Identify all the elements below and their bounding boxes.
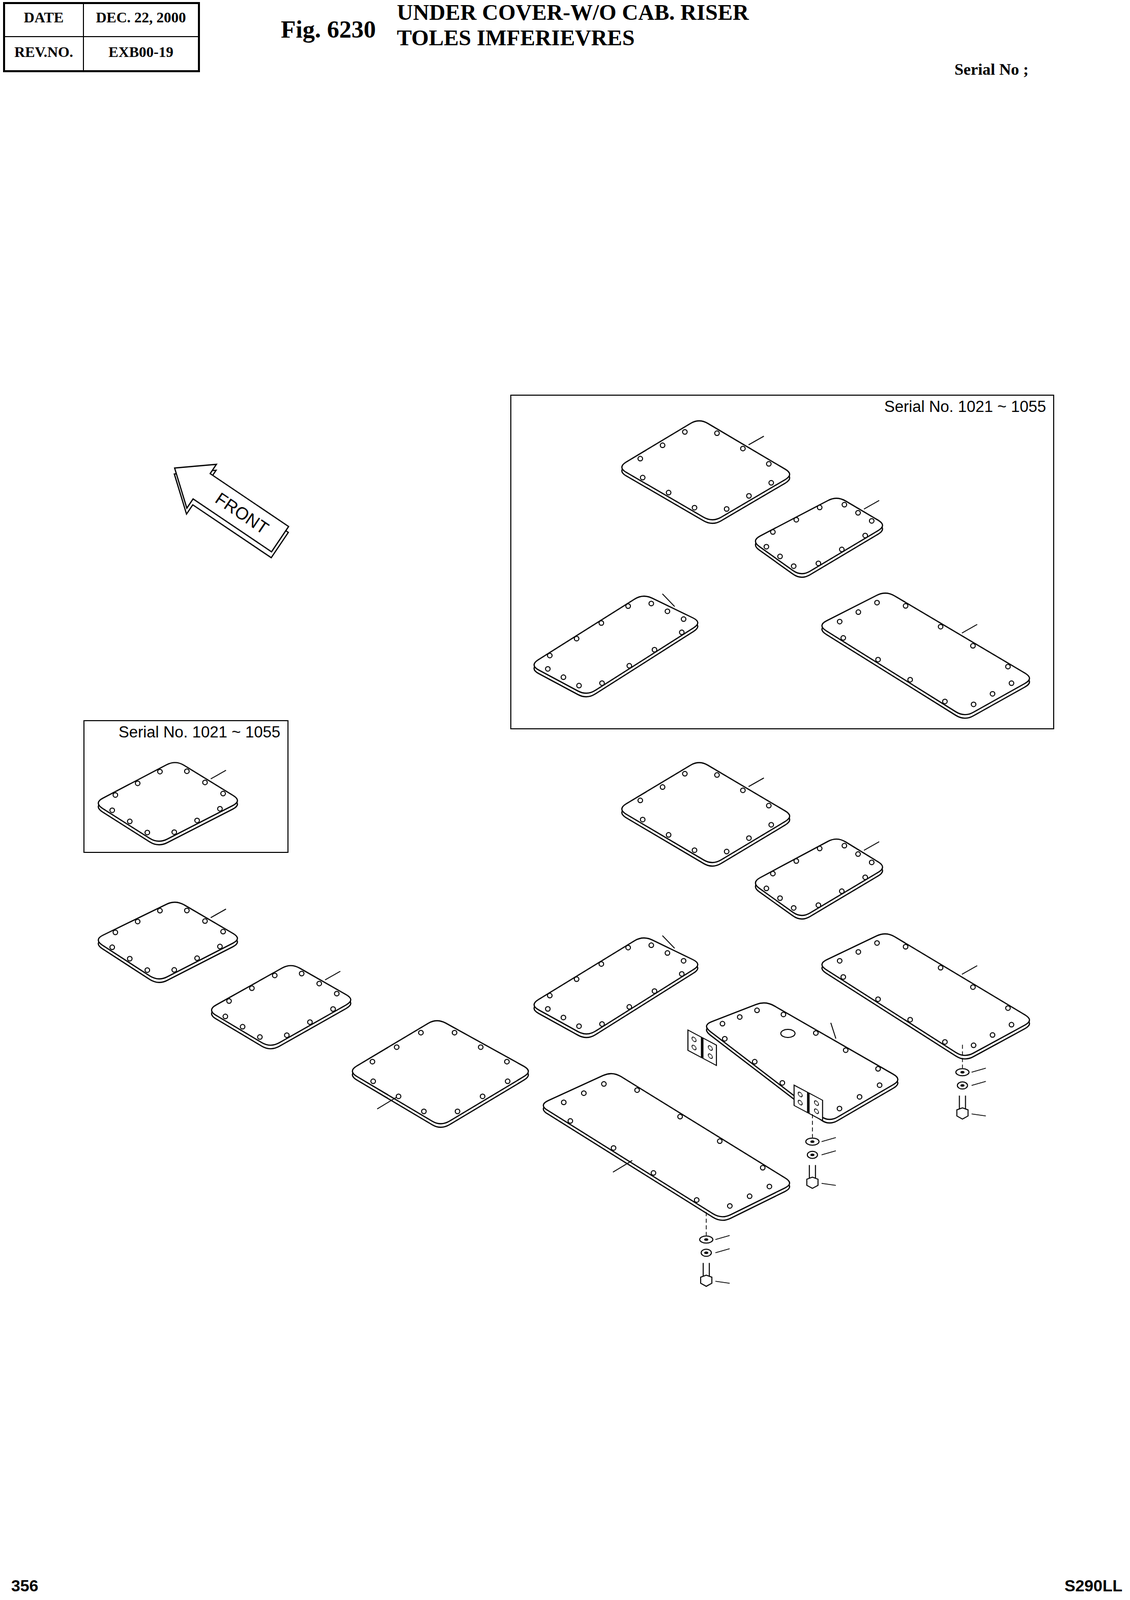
table-cell: DEC. 22, 2000	[95, 9, 186, 26]
serial-range-box: Serial No. 1021 ~ 1055	[510, 394, 1055, 730]
under-cover-panel	[352, 1021, 529, 1128]
hinge	[794, 1085, 823, 1122]
bolt-washer-set	[955, 1045, 987, 1120]
table-cell: DATE	[23, 9, 64, 26]
table-cell: REV.NO.	[14, 43, 74, 61]
figure-title: UNDER COVER-W/O CAB. RISER TOLES IMFERIE…	[396, 0, 784, 51]
under-cover-panel	[621, 763, 790, 867]
table-cell: EXB00-19	[108, 43, 173, 61]
bolt-washer-set	[699, 1212, 730, 1287]
under-cover-panel	[98, 902, 238, 983]
under-cover-panel	[755, 498, 883, 578]
cover-panels	[98, 421, 1030, 1288]
under-cover-panel	[534, 594, 699, 698]
serial-range-text: Serial No. 1021 ~ 1055	[84, 721, 288, 742]
front-arrow	[157, 446, 298, 568]
serial-range-box: Serial No. 1021 ~ 1055	[83, 720, 289, 854]
model-number: S290LL	[1064, 1577, 1123, 1597]
under-cover-panel	[755, 839, 883, 920]
under-cover-panel	[821, 593, 1030, 719]
page-number: 356	[11, 1577, 39, 1597]
serial-range-text: Serial No. 1021 ~ 1055	[511, 395, 1054, 417]
hinge	[687, 1030, 717, 1066]
under-cover-panel	[706, 1003, 898, 1124]
under-cover-panel	[822, 934, 1030, 1060]
bolt-washer-set	[805, 1114, 836, 1190]
serial-note: Serial No ;	[954, 60, 1029, 79]
under-cover-panel	[211, 966, 352, 1050]
under-cover-panel	[543, 1074, 790, 1221]
header-table	[4, 3, 199, 72]
figure-number: Fig. 6230	[280, 15, 376, 44]
under-cover-panel	[534, 936, 699, 1038]
under-cover-panel	[98, 762, 238, 846]
under-cover-panel	[621, 421, 790, 524]
